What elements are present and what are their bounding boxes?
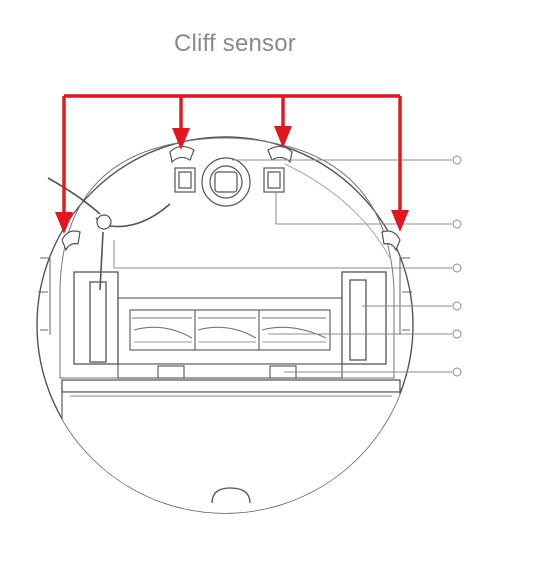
callout-leaders — [113, 159, 452, 373]
callout-marker-1 — [452, 155, 462, 165]
dustbin — [61, 379, 401, 513]
cliff-sensor-1 — [169, 145, 195, 164]
diagram-title: Cliff sensor — [173, 30, 296, 57]
cliff-sensor-2 — [267, 145, 293, 164]
cliff-sensor-3 — [61, 230, 81, 252]
caster-wheel — [201, 157, 251, 207]
callout-markers — [452, 155, 462, 377]
callout-marker-2 — [452, 219, 462, 229]
callout-marker-4 — [452, 301, 462, 311]
cliff-sensor-4 — [381, 230, 401, 252]
callout-marker-6 — [452, 367, 462, 377]
side-brush — [47, 177, 171, 291]
arrow-heads — [55, 126, 409, 234]
arrow-head-center-right — [274, 126, 292, 148]
charging-contacts — [174, 167, 285, 193]
main-brush — [117, 297, 343, 379]
arrow-head-center-left — [172, 128, 190, 150]
dustbin-release-notch — [211, 487, 251, 504]
callout-marker-5 — [452, 329, 462, 339]
wheel-left — [73, 271, 119, 365]
arrow-head-right — [391, 210, 409, 232]
arrow-head-left — [55, 212, 73, 234]
callout-marker-3 — [452, 263, 462, 273]
wheel-right — [341, 271, 387, 365]
cliff-sensor-arrows — [62, 94, 402, 220]
